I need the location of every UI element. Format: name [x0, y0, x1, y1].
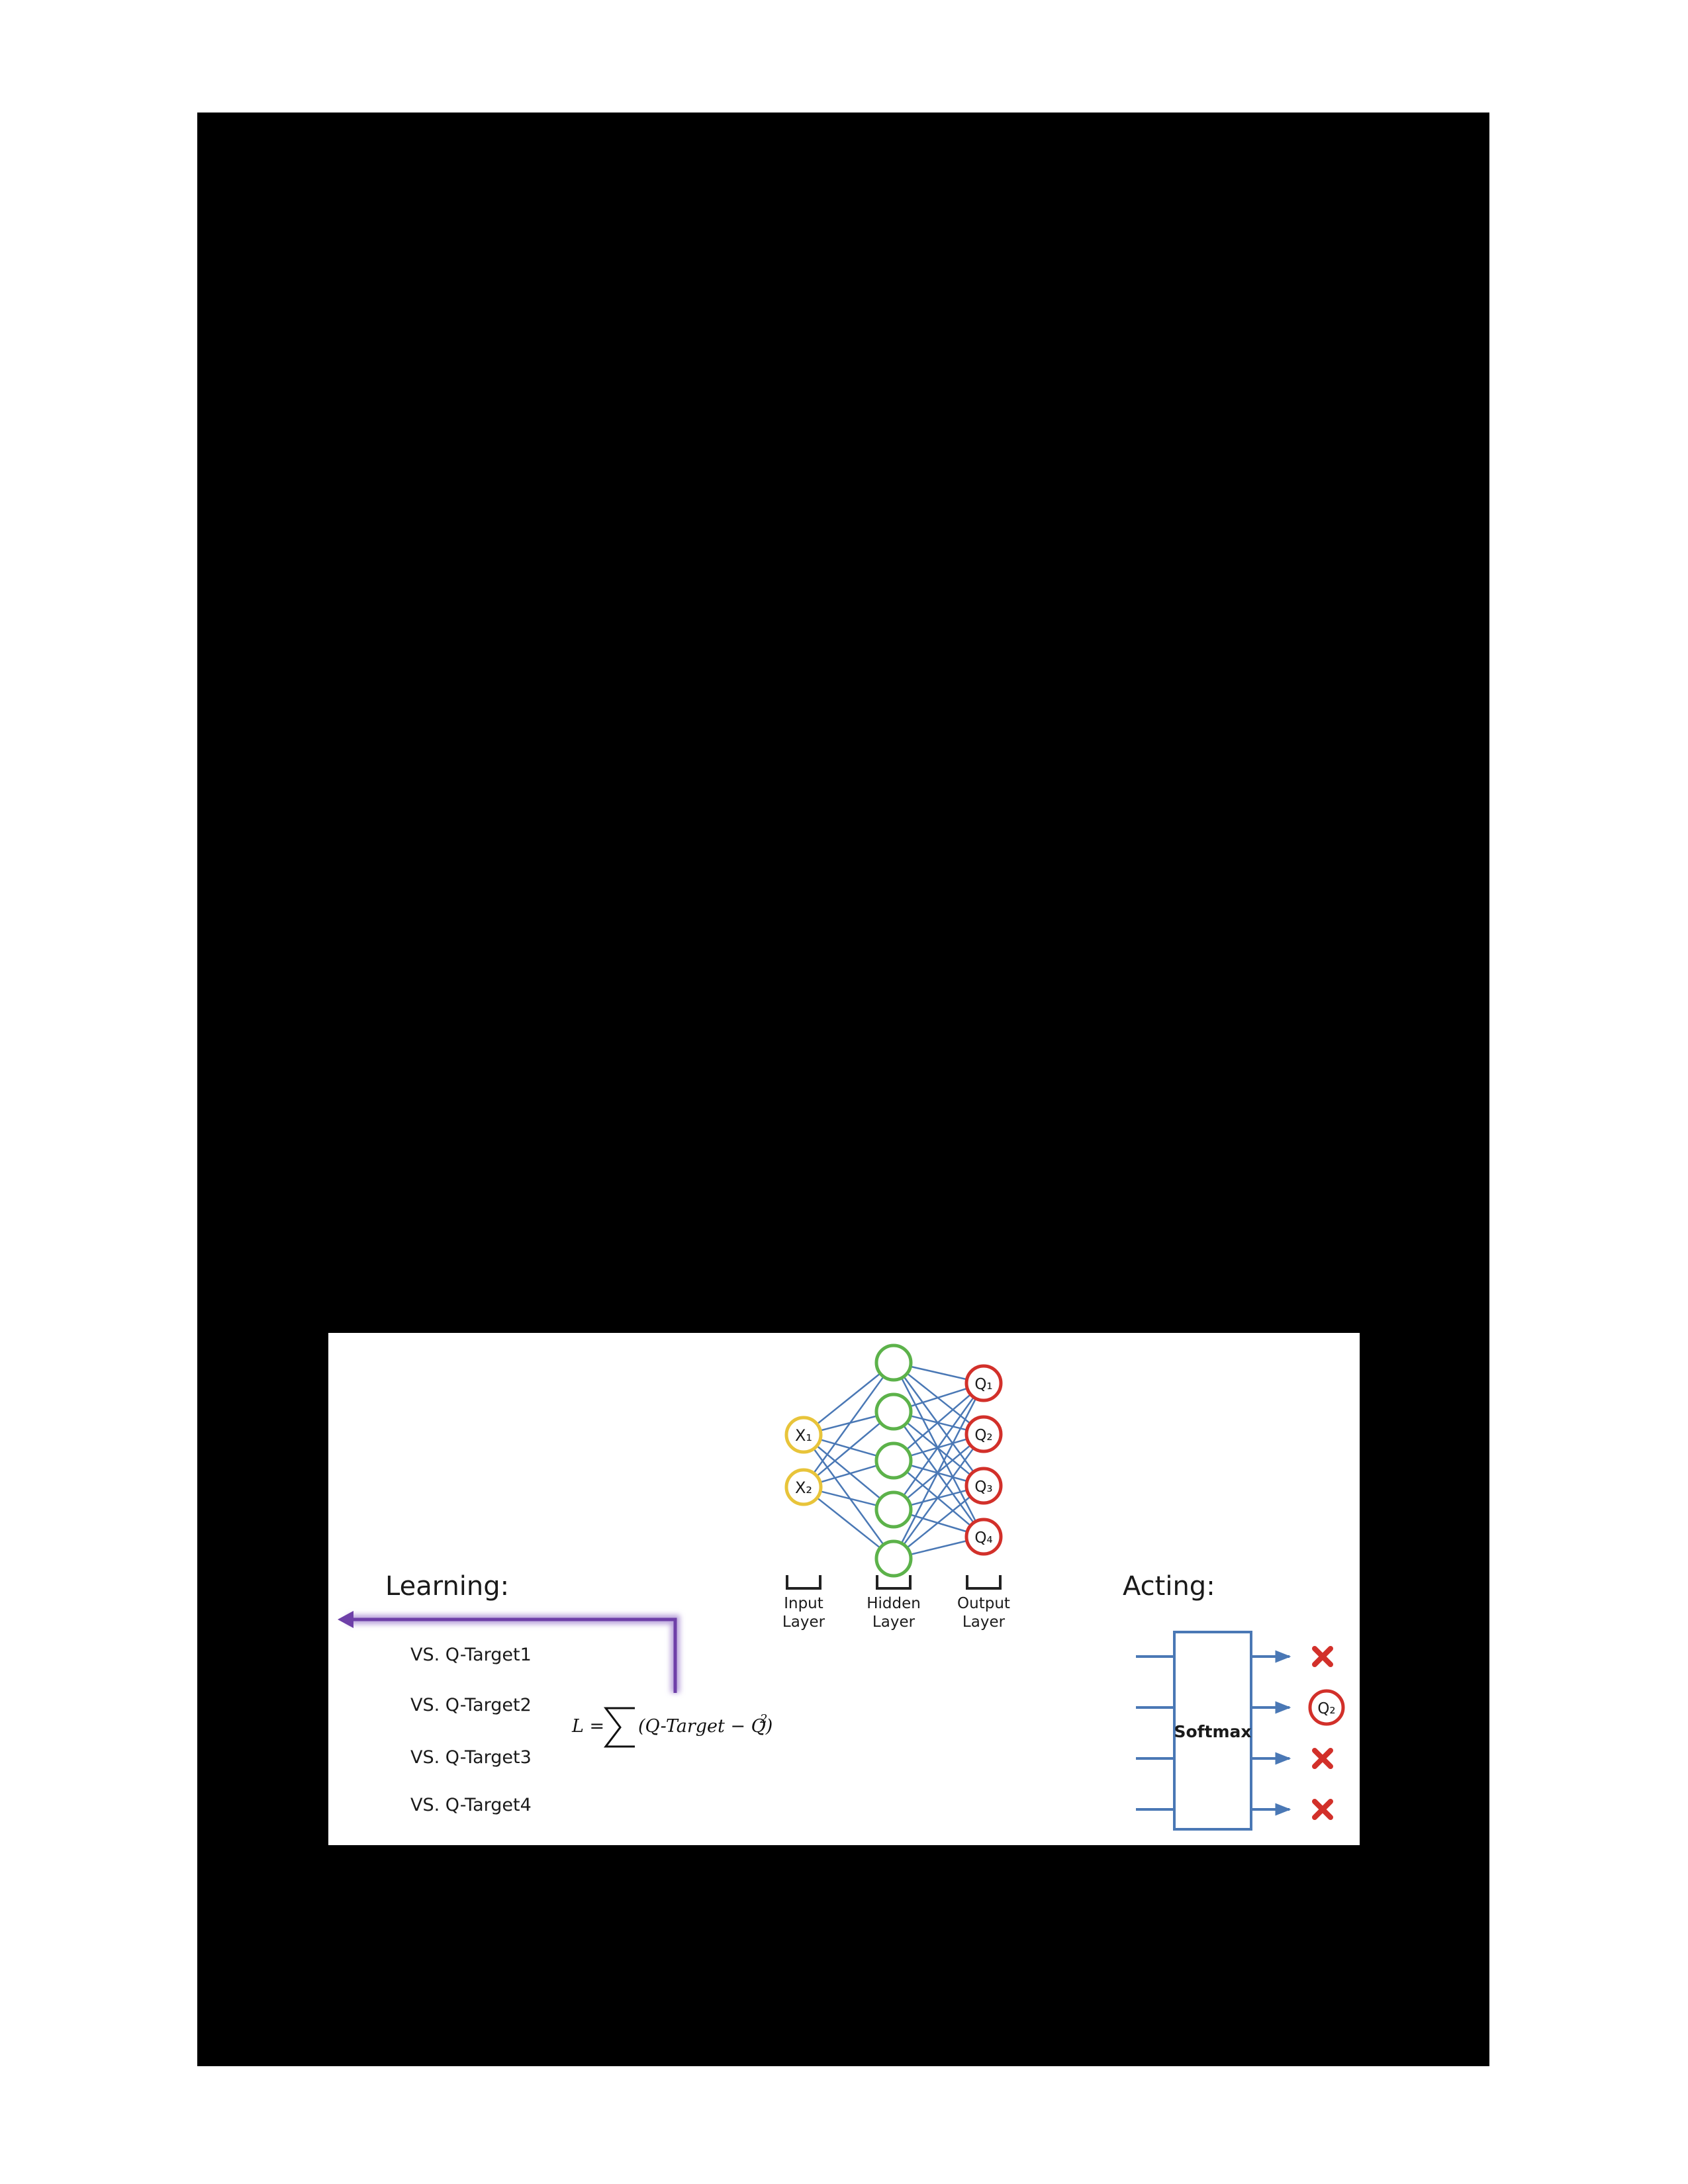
nn-edges: [813, 1365, 977, 1556]
q-target-2: VS. Q-Target2: [410, 1695, 532, 1715]
reject-x-icon-4: [1312, 1799, 1333, 1820]
hidden-node-1: [874, 1343, 913, 1382]
layer-brackets: [786, 1575, 1002, 1590]
edge-input2-hidden4: [820, 1490, 878, 1506]
output-layer-label-2: Layer: [962, 1614, 1006, 1631]
edge-hidden3-output3: [910, 1464, 968, 1482]
edge-input2-hidden2: [816, 1422, 881, 1477]
softmax-label: Softmax: [1174, 1722, 1251, 1741]
q-target-4: VS. Q-Target4: [410, 1795, 532, 1815]
hidden-node-4: [874, 1490, 913, 1529]
hidden-layer-label-1: Hidden: [867, 1595, 921, 1612]
output-node-1: Q₁: [964, 1364, 1003, 1402]
output-node-2-label: Q₂: [974, 1427, 992, 1444]
softmax-box: [1173, 1631, 1252, 1831]
output-layer-label-1: Output: [957, 1595, 1010, 1612]
output-node-1-label: Q₁: [974, 1376, 992, 1393]
edge-input2-hidden3: [820, 1465, 878, 1483]
edge-hidden1-output1: [910, 1365, 967, 1381]
edge-hidden5-output3: [906, 1496, 971, 1549]
output-node-2: Q₂: [964, 1415, 1003, 1453]
figure: X₁ X₂ Q₁ Q₂: [328, 1333, 1360, 1845]
edge-hidden4-output1: [903, 1396, 974, 1496]
output-layer-bracket: [966, 1575, 1002, 1590]
edge-input1-hidden3: [820, 1438, 878, 1457]
edge-hidden5-output4: [910, 1539, 968, 1556]
edge-hidden5-output2: [903, 1447, 974, 1545]
input-node-2-label: X₂: [795, 1479, 812, 1497]
edge-input1-hidden2: [820, 1415, 878, 1432]
edge-hidden1-output2: [906, 1373, 971, 1424]
output-node-3: Q₃: [964, 1467, 1003, 1505]
edge-hidden5-output1: [900, 1398, 977, 1544]
acting-title: Acting:: [1123, 1571, 1215, 1602]
loss-formula-lhs: L =: [571, 1716, 604, 1737]
loss-formula-body: (Q-Target − Q): [638, 1716, 773, 1737]
edge-hidden3-output1: [906, 1394, 972, 1450]
hidden-layer-label-2: Layer: [872, 1614, 915, 1631]
edge-hidden3-output4: [906, 1471, 971, 1527]
nn-nodes: X₁ X₂ Q₁ Q₂: [784, 1343, 1003, 1578]
edge-input2-hidden5: [816, 1497, 881, 1549]
reject-x-icon-3: [1312, 1748, 1333, 1769]
input-layer-label-1: Input: [784, 1595, 823, 1612]
edge-hidden1-output3: [903, 1376, 974, 1473]
output-node-4-label: Q₄: [974, 1529, 992, 1547]
hidden-layer-bracket: [876, 1575, 912, 1590]
figure-canvas: X₁ X₂ Q₁ Q₂: [338, 1343, 1345, 1831]
selected-action: Q₂: [1308, 1689, 1345, 1726]
edge-input2-hidden1: [813, 1376, 884, 1474]
softmax-output-arrows: [1251, 1650, 1291, 1816]
loss-formula: L = (Q-Target − Q) 2: [571, 1707, 773, 1748]
input-layer-bracket: [786, 1575, 821, 1590]
hidden-node-3: [874, 1441, 913, 1480]
hidden-node-2: [874, 1392, 913, 1431]
input-node-1-label: X₁: [795, 1426, 812, 1445]
softmax-input-lines: [1136, 1655, 1174, 1811]
selected-action-label: Q₂: [1317, 1700, 1335, 1717]
reject-x-icon-1: [1312, 1646, 1333, 1667]
edge-hidden2-output1: [910, 1387, 968, 1408]
hidden-node-5: [874, 1539, 913, 1578]
output-node-4: Q₄: [964, 1518, 1003, 1556]
learning-title: Learning:: [385, 1571, 509, 1602]
input-node-1: X₁: [784, 1416, 823, 1454]
output-node-3-label: Q₃: [974, 1479, 992, 1496]
input-node-2: X₂: [784, 1468, 823, 1506]
edge-input1-hidden1: [816, 1373, 881, 1425]
edge-input1-hidden5: [813, 1448, 884, 1545]
loss-formula-exponent: 2: [759, 1712, 767, 1726]
q-target-1: VS. Q-Target1: [410, 1645, 532, 1665]
q-target-3: VS. Q-Target3: [410, 1747, 532, 1768]
input-layer-label-2: Layer: [782, 1614, 825, 1631]
sum-symbol: [603, 1707, 635, 1748]
learning-arrow: [338, 1611, 680, 1693]
